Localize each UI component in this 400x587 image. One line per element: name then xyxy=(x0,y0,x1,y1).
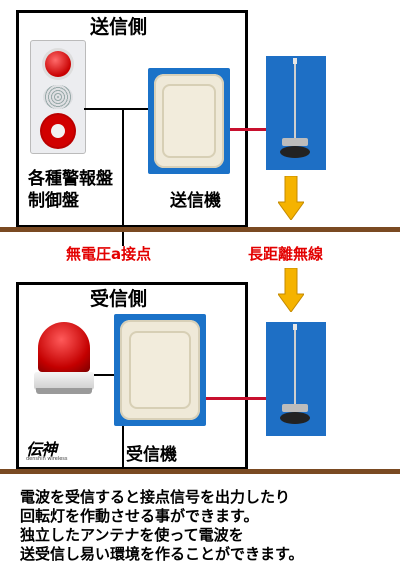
arrow-down-icon xyxy=(278,268,304,312)
description-line: 電波を受信すると接点信号を出力したり xyxy=(20,488,291,506)
sender-title: 送信側 xyxy=(90,16,148,38)
brand-logo-text: 伝神 xyxy=(26,440,57,459)
sender-signal-wire xyxy=(84,108,148,110)
receiver-light-wire xyxy=(94,374,114,376)
arrow-down-icon xyxy=(278,176,304,220)
alarm-push-button xyxy=(42,115,74,147)
receiver-ground-line xyxy=(0,469,400,474)
alarm-speaker-grill xyxy=(43,85,73,109)
receiver-antenna-cable xyxy=(206,397,266,400)
alarm-panel-label-line2: 制御盤 xyxy=(28,191,79,211)
alarm-panel-label-line1: 各種警報盤 xyxy=(28,169,113,189)
alarm-indicator-light xyxy=(45,51,71,77)
receiver-output-wire xyxy=(122,426,124,472)
transmitter-label: 送信機 xyxy=(170,191,221,211)
receiver-antenna-panel xyxy=(266,322,326,436)
sender-signal-wire-drop xyxy=(122,108,124,246)
brand-logo: 伝神 denshin wireless xyxy=(26,436,76,466)
receiver-device xyxy=(114,314,206,426)
description-line: 独立したアンテナを使って電波を xyxy=(20,526,244,544)
description-text: 電波を受信すると接点信号を出力したり 回転灯を作動させる事ができます。 独立した… xyxy=(20,488,304,564)
contact-type-label: 無電圧a接点 xyxy=(66,245,152,263)
transmitter-device xyxy=(148,68,230,174)
brand-logo-subtext: denshin wireless xyxy=(26,456,68,462)
transmitter-antenna-cable xyxy=(230,128,266,131)
sender-antenna-panel xyxy=(266,56,326,170)
alarm-panel-device xyxy=(30,40,86,154)
rotating-warning-light xyxy=(34,322,94,396)
sender-ground-line xyxy=(0,227,400,232)
description-line: 送受信し易い環境を作ることができます。 xyxy=(20,545,304,563)
description-line: 回転灯を作動させる事ができます。 xyxy=(20,507,259,525)
receiver-label: 受信機 xyxy=(126,445,177,465)
receiver-title: 受信側 xyxy=(90,288,148,310)
wireless-type-label: 長距離無線 xyxy=(248,245,324,263)
